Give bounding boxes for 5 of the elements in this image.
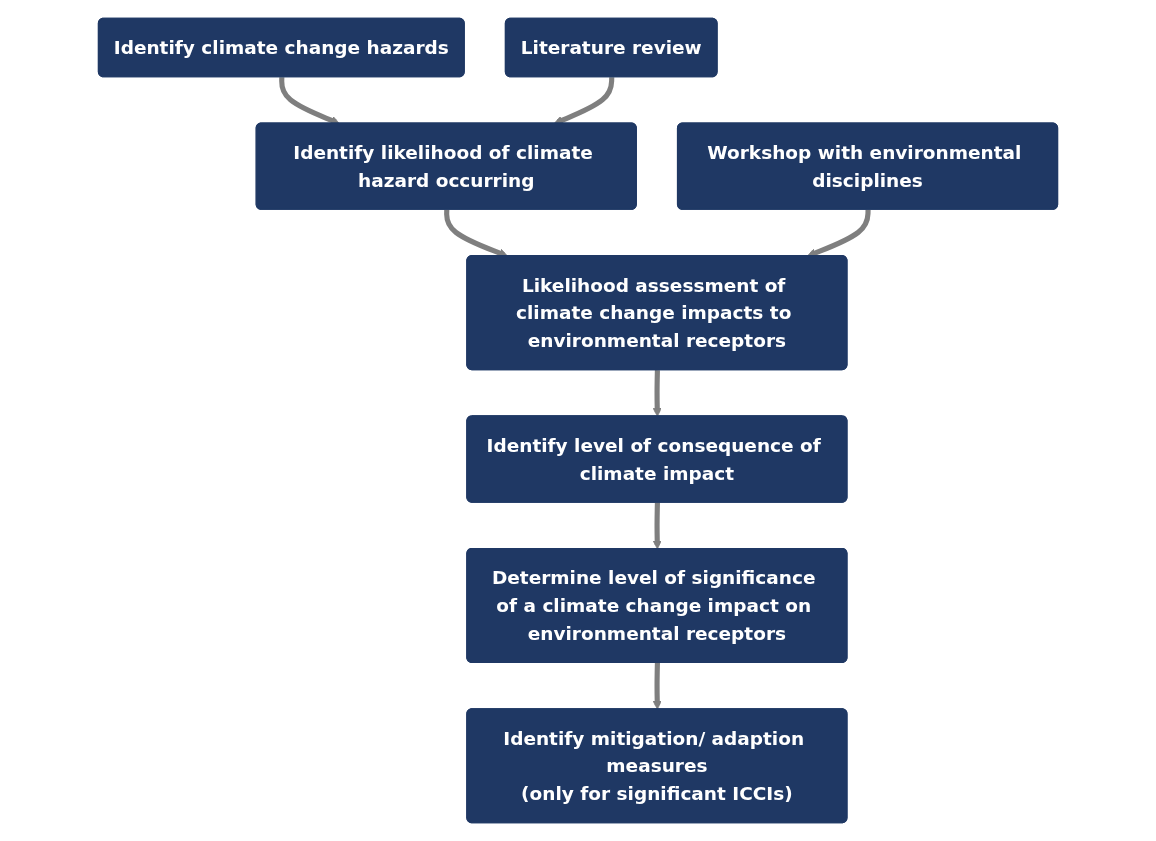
arrow (652, 502, 662, 550)
arrow (652, 662, 662, 710)
arrow (279, 77, 340, 125)
arrow (553, 77, 615, 125)
arrow (652, 370, 662, 417)
